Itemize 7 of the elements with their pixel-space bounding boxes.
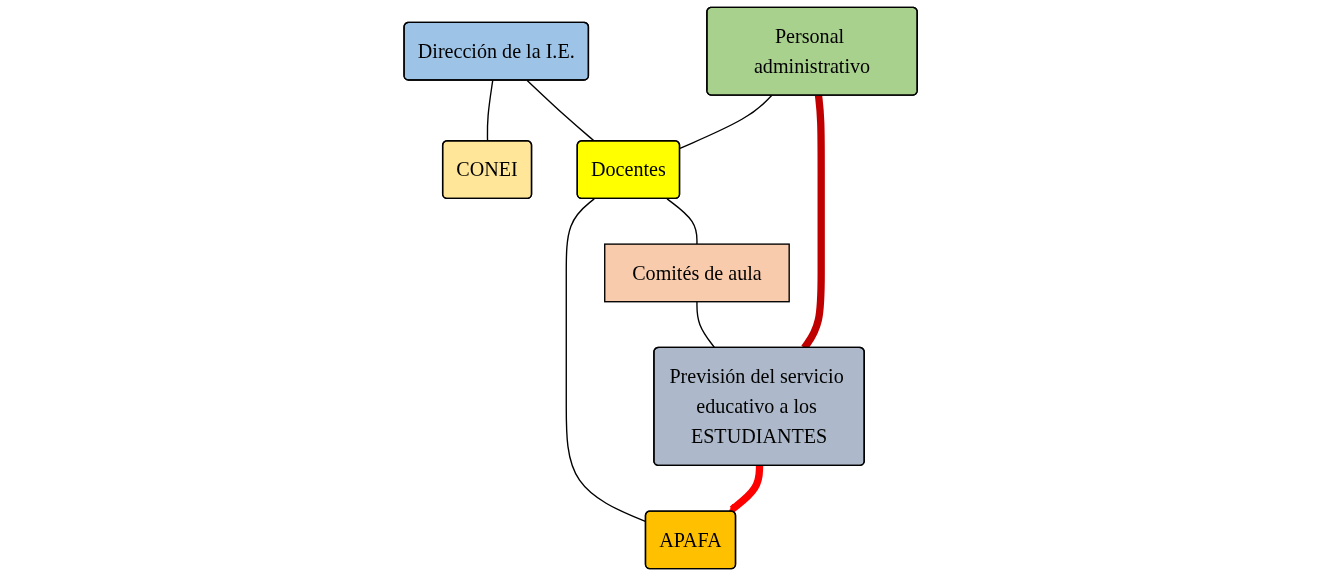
- arrow: [729, 465, 764, 513]
- connector: [666, 198, 698, 245]
- connector: [679, 94, 773, 149]
- connector: [696, 301, 716, 349]
- connector: [526, 79, 596, 142]
- connector: [487, 79, 494, 142]
- node-box: Comités de aula: [604, 243, 791, 303]
